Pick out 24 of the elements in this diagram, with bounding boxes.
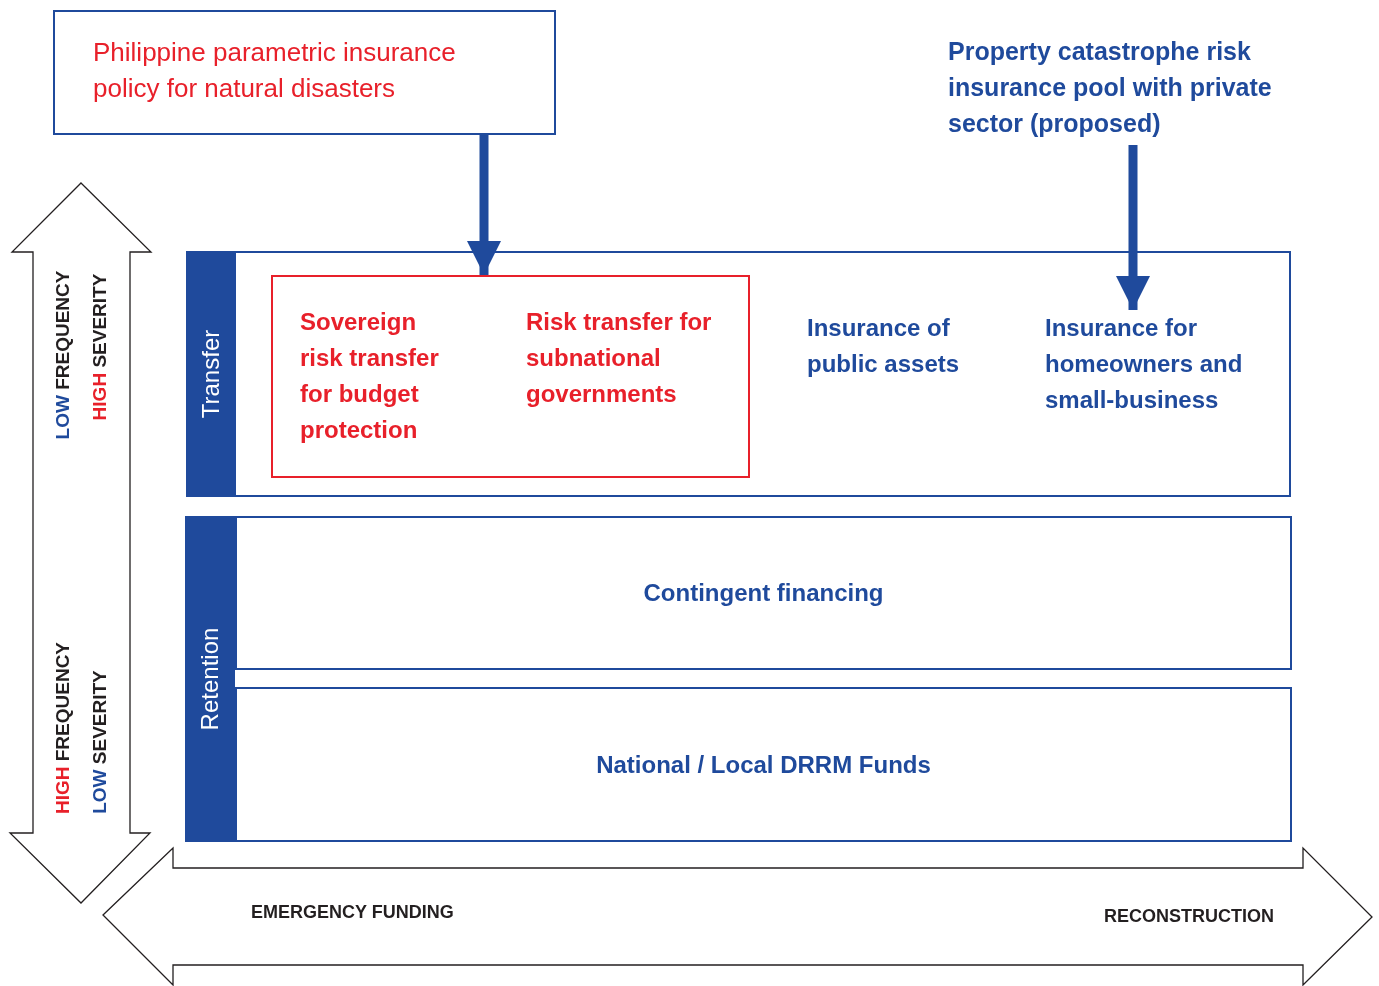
category-label: Transfer	[197, 329, 225, 419]
item-text: Insurance for homeowners and small-business	[1045, 310, 1285, 418]
axis-label: RECONSTRUCTION	[1104, 906, 1274, 927]
arrow	[467, 135, 501, 275]
funding-box	[235, 687, 1292, 842]
box-text: National / Local DRRM Funds	[596, 749, 931, 780]
item-text: Insurance of public assets	[807, 313, 961, 379]
item-text: Sovereign risk transfer for budget protection	[300, 307, 440, 445]
funding-box	[235, 516, 1292, 670]
category-bar	[185, 516, 235, 842]
policy-box	[53, 10, 556, 135]
transfer-panel	[186, 251, 1291, 497]
box-text: Contingent financing	[643, 578, 884, 608]
axis-label: EMERGENCY FUNDING	[251, 902, 454, 923]
axis-label: HIGH SEVERITY	[89, 273, 111, 421]
heading-text: Property catastrophe risk insurance pool with private sector (proposed)	[948, 33, 1318, 141]
axis-label: LOW SEVERITY	[89, 670, 111, 814]
axis-label: HIGH FREQUENCY	[52, 641, 74, 815]
arrow	[1116, 145, 1150, 310]
axis-label: LOW FREQUENCY	[52, 270, 74, 440]
item-text: Risk transfer for subnational governments	[526, 307, 713, 409]
highlight-box	[271, 275, 750, 478]
box-text: Philippine parametric insurance policy for natural disasters	[93, 36, 457, 105]
category-label: Retention	[196, 627, 224, 731]
